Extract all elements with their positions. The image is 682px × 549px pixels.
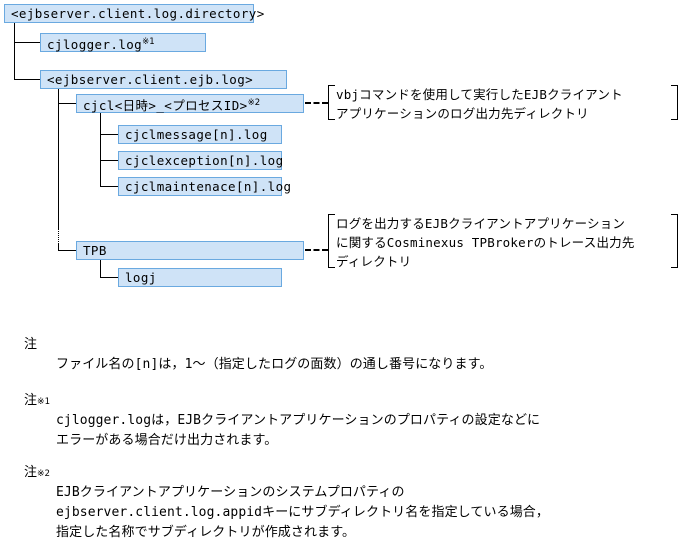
note-1-title: 注※1 xyxy=(24,392,540,411)
node-cjcl-footnote-mark: ※2 xyxy=(247,98,261,108)
tree-connector-cjcl-to-maintenace xyxy=(100,186,118,187)
cjcl-annotation-line-2: アプリケーションのログ出力先ディレクトリ xyxy=(336,106,589,121)
node-tpb: TPB xyxy=(76,241,304,260)
node-cjlogger-log: cjlogger.log※1 xyxy=(40,33,206,52)
node-cjclexception-log-label: cjclexception[n].log xyxy=(125,153,284,168)
node-cjclexception-log: cjclexception[n].log xyxy=(118,151,284,170)
note-general-title: 注 xyxy=(24,336,493,355)
node-cjlogger-log-label: cjlogger.log xyxy=(47,37,143,53)
tree-connector-cjcl-to-exception xyxy=(100,160,118,161)
tree-connector-tpb-to-logj xyxy=(100,277,118,278)
note-1-title-text: 注 xyxy=(24,393,38,408)
tree-connector-cjcl-vertical xyxy=(100,112,101,186)
note-2-title: 注※2 xyxy=(24,464,549,483)
leader-tpb-to-annotation xyxy=(305,249,328,251)
tree-connector-ejblog-vertical-lower xyxy=(58,243,59,251)
node-root-label: <ejbserver.client.log.directory> xyxy=(11,6,265,21)
note-2-title-mark: ※2 xyxy=(37,469,50,479)
tree-connector-ejblog-to-cjcl xyxy=(58,103,76,104)
note-1-title-mark: ※1 xyxy=(37,397,50,407)
note-2-body: EJBクライアントアプリケーションのシステムプロパティの ejbserver.c… xyxy=(56,485,549,540)
note-general-body: ファイル名の[n]は，1～（指定したログの面数）の通し番号になります。 xyxy=(56,357,493,372)
cjcl-annotation-bracket-left xyxy=(328,85,335,120)
tpb-annotation-bracket-right xyxy=(671,214,678,268)
node-cjclmessage-log-label: cjclmessage[n].log xyxy=(125,127,268,142)
tpb-annotation-bracket-left xyxy=(328,214,335,268)
note-general: 注 ファイル名の[n]は，1～（指定したログの面数）の通し番号になります。 xyxy=(24,336,493,375)
node-ejbserver-client-ejb-log: <ejbserver.client.ejb.log> xyxy=(40,70,287,89)
tree-connector-ejblog-vertical-upper xyxy=(58,88,59,230)
node-cjcl: cjcl<日時>_<プロセスID>※2 xyxy=(76,94,304,113)
note-2-title-text: 注 xyxy=(24,465,38,480)
node-cjcl-label: cjcl<日時>_<プロセスID> xyxy=(83,98,248,114)
node-logj-label: logj xyxy=(125,270,157,285)
tree-connector-root-to-ejblog xyxy=(14,79,40,80)
node-logj: logj xyxy=(118,268,282,287)
note-1: 注※1 cjlogger.logは，EJBクライアントアプリケーションのプロパテ… xyxy=(24,392,540,451)
note-1-body: cjlogger.logは，EJBクライアントアプリケーションのプロパティの設定… xyxy=(56,413,541,448)
node-root: <ejbserver.client.log.directory> xyxy=(4,4,264,23)
node-cjclmessage-log: cjclmessage[n].log xyxy=(118,125,282,144)
directory-tree-diagram: <ejbserver.client.log.directory> cjlogge… xyxy=(4,4,678,287)
tree-connector-root-to-cjlogger xyxy=(14,42,40,43)
cjcl-annotation-bracket-right xyxy=(671,85,678,120)
node-cjclmaintenace-log-label: cjclmaintenace[n].log xyxy=(125,179,292,194)
node-cjclmaintenace-log: cjclmaintenace[n].log xyxy=(118,177,291,196)
leader-cjcl-to-annotation xyxy=(305,102,328,104)
tree-connector-tpb-vertical xyxy=(100,259,101,278)
node-tpb-label: TPB xyxy=(83,243,107,258)
cjcl-annotation-line-1: vbjコマンドを使用して実行したEJBクライアント xyxy=(336,87,623,102)
tpb-annotation-line-2: に関するCosminexus TPBrokerのトレース出力先 xyxy=(336,235,635,250)
node-cjlogger-log-footnote-mark: ※1 xyxy=(142,37,155,47)
tpb-annotation-line-3: ディレクトリ xyxy=(336,254,412,269)
node-ejbserver-client-ejb-log-label: <ejbserver.client.ejb.log> xyxy=(47,72,254,87)
note-general-title-text: 注 xyxy=(24,337,38,352)
tree-connector-ejblog-to-tpb xyxy=(58,250,76,251)
tree-connector-cjcl-to-message xyxy=(100,134,118,135)
note-2: 注※2 EJBクライアントアプリケーションのシステムプロパティの ejbserv… xyxy=(24,464,549,543)
tree-connector-root-vertical xyxy=(14,19,15,79)
tree-connector-ejblog-vertical-dotted xyxy=(58,228,59,244)
tpb-annotation-line-1: ログを出力するEJBクライアントアプリケーション xyxy=(336,216,626,231)
